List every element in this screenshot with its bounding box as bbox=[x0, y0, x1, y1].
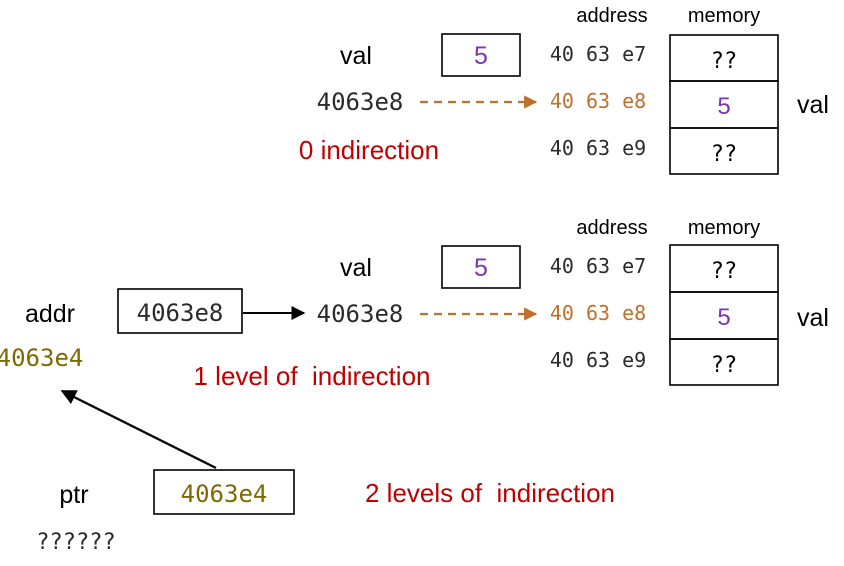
top-memory-val-label: val bbox=[797, 91, 829, 119]
top-val-value: 5 bbox=[474, 42, 488, 70]
address-header-middle: address bbox=[576, 217, 647, 239]
middle-memory-value-3: ?? bbox=[711, 353, 738, 378]
middle-pointer-value: 4063e8 bbox=[317, 300, 404, 328]
middle-val-box bbox=[441, 245, 521, 289]
middle-memory-value-2: 5 bbox=[717, 304, 730, 331]
top-val-label: val bbox=[340, 42, 372, 70]
top-val-box bbox=[441, 33, 521, 77]
address-header-top: address bbox=[576, 5, 647, 27]
middle-indirection-label: 1 level of indirection bbox=[193, 361, 430, 391]
ptr-address: ?????? bbox=[36, 530, 115, 555]
middle-address-1: 40 63 e7 bbox=[550, 254, 646, 278]
top-memory-cell-3 bbox=[669, 127, 779, 175]
bottom-indirection-label: 2 levels of indirection bbox=[365, 478, 615, 508]
top-address-1: 40 63 e7 bbox=[550, 42, 646, 66]
middle-address-3: 40 63 e9 bbox=[550, 348, 646, 372]
ptr-value: 4063e4 bbox=[181, 480, 268, 508]
ptr-label: ptr bbox=[59, 481, 88, 509]
top-pointer-value: 4063e8 bbox=[317, 88, 404, 116]
middle-address-2: 40 63 e8 bbox=[550, 301, 646, 325]
memory-header-middle: memory bbox=[688, 217, 760, 239]
addr-address: 4063e4 bbox=[0, 344, 83, 372]
addr-box bbox=[117, 288, 243, 334]
ptr-to-addr-arrow bbox=[60, 390, 217, 469]
top-indirection-label: 0 indirection bbox=[299, 135, 439, 165]
memory-header-top: memory bbox=[688, 5, 760, 27]
top-address-3: 40 63 e9 bbox=[550, 136, 646, 160]
ptr-box bbox=[153, 469, 295, 515]
middle-val-label: val bbox=[340, 254, 372, 282]
middle-memory-cell-3 bbox=[669, 338, 779, 386]
addr-label: addr bbox=[25, 300, 75, 328]
top-memory-value-3: ?? bbox=[711, 142, 738, 167]
top-address-2: 40 63 e8 bbox=[550, 89, 646, 113]
top-memory-value-2: 5 bbox=[717, 93, 730, 120]
top-memory-value-1: ?? bbox=[711, 49, 738, 74]
middle-memory-value-1: ?? bbox=[711, 259, 738, 284]
middle-memory-val-label: val bbox=[797, 304, 829, 332]
middle-val-value: 5 bbox=[474, 254, 488, 282]
addr-value: 4063e8 bbox=[137, 299, 224, 327]
